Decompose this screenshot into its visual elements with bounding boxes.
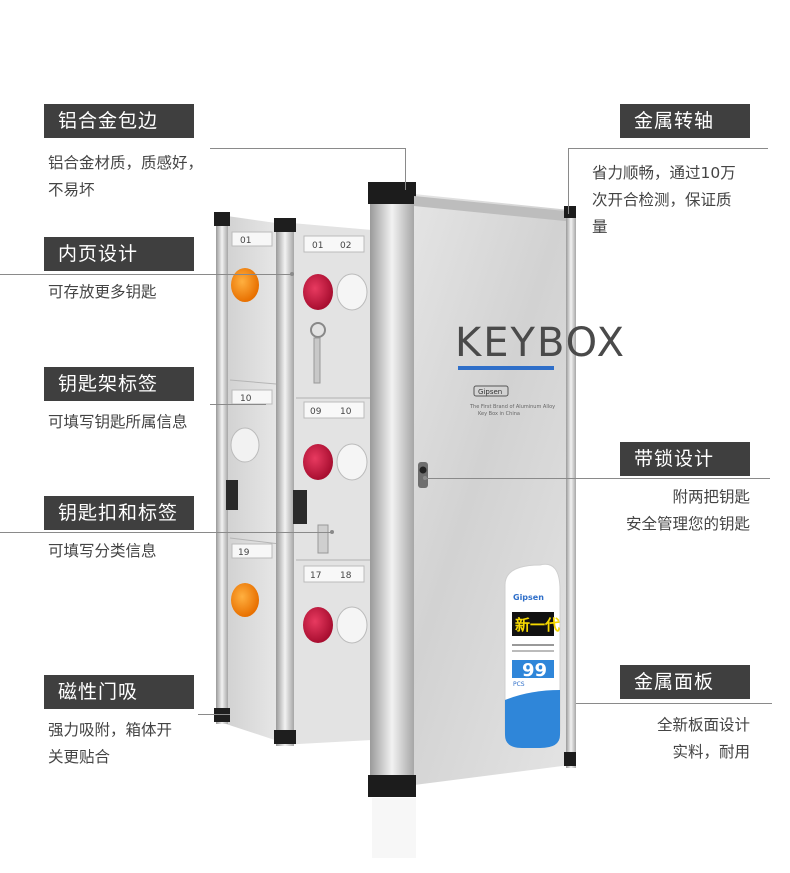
feature-title-magnetic-latch: 磁性门吸 — [44, 675, 194, 709]
feature-desc-magnetic-latch: 强力吸附，箱体开 关更贴合 — [48, 717, 172, 771]
slot-number: 10 — [240, 394, 252, 404]
leader-dot — [290, 272, 294, 276]
tagline-line: Key Box in China — [478, 411, 520, 417]
desc-line: 铝合金材质，质感好， — [48, 154, 204, 172]
slot-numbers: 01 01 02 10 09 10 19 17 18 — [238, 236, 352, 581]
desc-line: 不易坏 — [48, 181, 95, 199]
middle-page — [230, 218, 372, 746]
leader-dot — [330, 530, 334, 534]
feature-title-metal-panel: 金属面板 — [620, 665, 750, 699]
sticker-title: 新一代 — [515, 616, 560, 634]
slot-number: 09 — [310, 407, 322, 417]
slot-number: 01 — [312, 241, 323, 251]
leader-line — [210, 148, 406, 149]
desc-line: 次开合检测，保证质 — [592, 191, 732, 209]
front-door: KEYBOX Gipsen The First Brand of Aluminu… — [368, 182, 626, 858]
leader-line — [0, 274, 292, 275]
desc-line: 量 — [592, 218, 608, 236]
desc-line: 全新板面设计 — [656, 716, 750, 734]
desc-line: 实料，耐用 — [672, 743, 750, 761]
leader-line — [568, 148, 569, 214]
sticker-unit: PCS — [513, 681, 525, 688]
desc-line: 关更贴合 — [48, 748, 111, 766]
desc-line: 可填写钥匙所属信息 — [48, 413, 188, 431]
feature-desc-lock-design: 附两把钥匙 安全管理您的钥匙 — [600, 484, 750, 538]
feature-desc-aluminum-edge: 铝合金材质，质感好， 不易坏 — [48, 150, 203, 204]
leader-line — [0, 532, 332, 533]
feature-title-lock-design: 带锁设计 — [620, 442, 750, 476]
leader-line — [198, 714, 230, 715]
desc-line: 可存放更多钥匙 — [48, 283, 157, 301]
desc-line: 可填写分类信息 — [48, 542, 157, 560]
feature-desc-metal-hinge: 省力顺畅，通过10万 次开合检测，保证质 量 — [592, 160, 736, 241]
feature-title-key-tag: 钥匙扣和标签 — [44, 496, 194, 530]
brand-badge: Gipsen — [478, 388, 502, 396]
feature-title-key-rack-label: 钥匙架标签 — [44, 367, 194, 401]
leader-line — [576, 703, 772, 704]
slot-number: 17 — [310, 571, 321, 581]
sticker-brand: Gipsen — [513, 593, 544, 602]
tagline-line: The First Brand of Aluminum Alloy — [469, 404, 555, 410]
keybox-logo: KEYBOX — [455, 320, 626, 366]
desc-line: 省力顺畅，通过10万 — [592, 164, 736, 182]
feature-desc-key-rack-label: 可填写钥匙所属信息 — [48, 409, 188, 436]
slot-number: 19 — [238, 548, 250, 558]
desc-line: 强力吸附，箱体开 — [48, 721, 173, 739]
feature-title-inner-page: 内页设计 — [44, 237, 194, 271]
feature-title-aluminum-edge: 铝合金包边 — [44, 104, 194, 138]
slot-number: 02 — [340, 241, 351, 251]
sticker-number: 99 — [522, 660, 547, 681]
feature-desc-key-tag: 可填写分类信息 — [48, 538, 157, 565]
leader-line — [568, 148, 768, 149]
leader-line — [210, 404, 266, 405]
slot-number: 10 — [340, 407, 352, 417]
feature-title-metal-hinge: 金属转轴 — [620, 104, 750, 138]
desc-line: 附两把钥匙 — [672, 488, 750, 506]
leader-line — [405, 148, 406, 190]
slot-number: 18 — [340, 571, 352, 581]
slot-number: 01 — [240, 236, 251, 246]
feature-desc-inner-page: 可存放更多钥匙 — [48, 279, 157, 306]
feature-desc-metal-panel: 全新板面设计 实料，耐用 — [620, 712, 750, 766]
product-sticker: 新一代 Gipsen 99 PCS — [504, 563, 561, 748]
leader-dot — [423, 476, 427, 480]
desc-line: 安全管理您的钥匙 — [625, 515, 750, 533]
leader-line — [425, 478, 770, 479]
